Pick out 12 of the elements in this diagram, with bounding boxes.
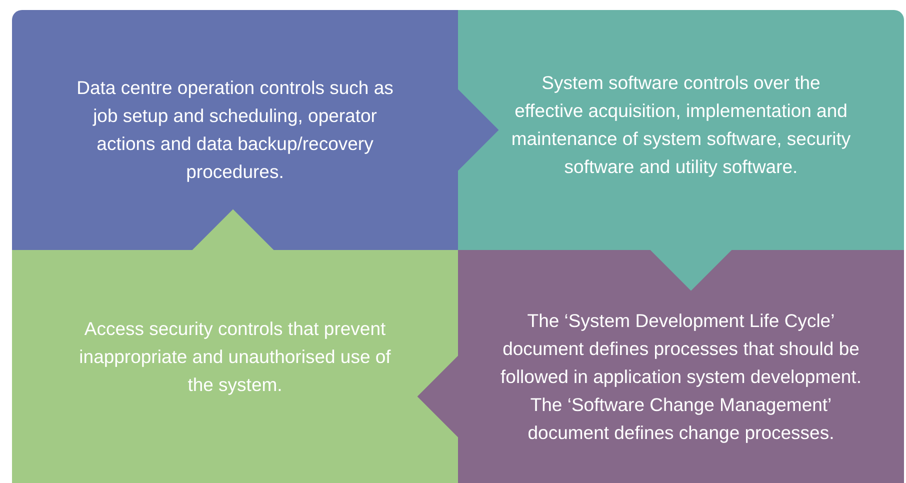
quadrant-panel (12, 10, 458, 250)
pointer-arrow (192, 209, 274, 250)
pointer-arrow (458, 88, 499, 172)
panel-text: Access security controls that prevent inappropriate and unauthorised use of the system. (78, 316, 392, 397)
quadrant-panel (458, 250, 904, 483)
quadrant-panel (12, 250, 458, 483)
pointer-arrow (650, 250, 732, 291)
panel-text: System software controls over the effective acquisition, implementation and maintenance of system software, security software and utility software. (510, 71, 852, 179)
quadrant-panel (458, 10, 904, 250)
panel-text: Data centre operation controls such as job setup and scheduling, operator actions and data backup/recovery procedures. (76, 76, 394, 184)
pointer-arrow (417, 355, 458, 438)
panel-text: The ‘System Development Life Cycle’ document defines processes that should be followed in application system development. The ‘Software Change Management’ document defines change processes. (500, 308, 862, 445)
